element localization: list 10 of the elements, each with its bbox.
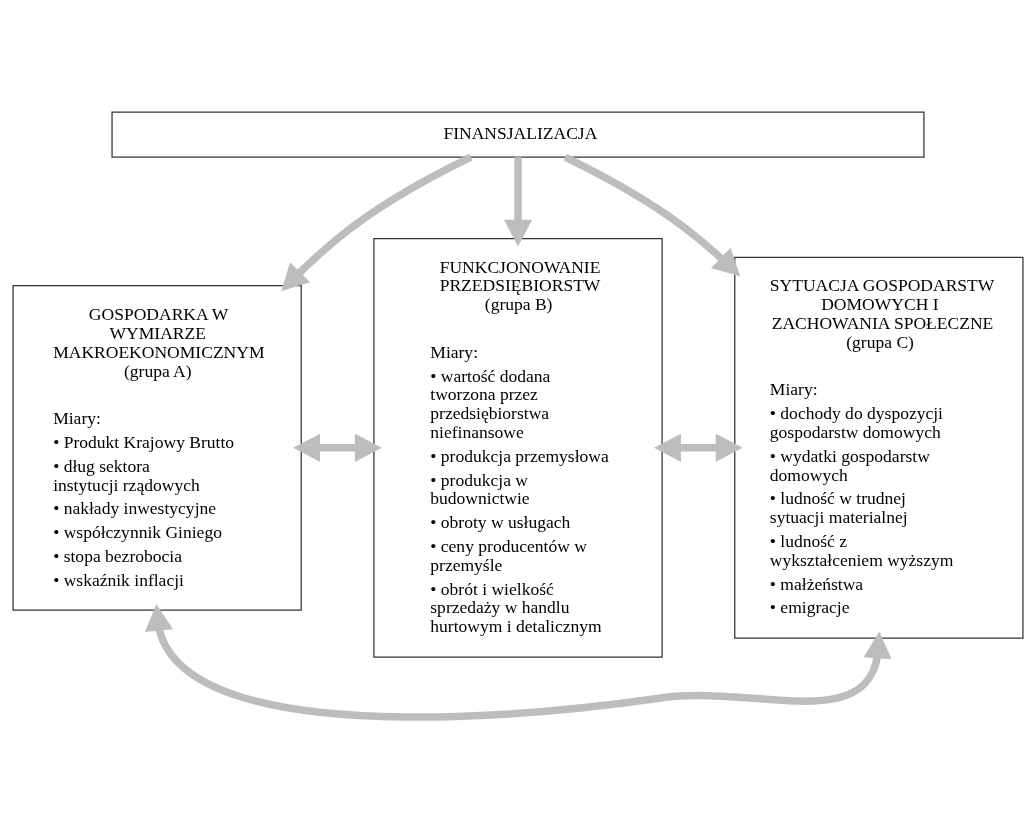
arrow [654, 433, 743, 462]
arrow [144, 603, 892, 721]
node-box: FINANSJALIZACJA [111, 110, 925, 158]
arrow [563, 153, 741, 276]
arrow [281, 153, 473, 291]
node-box: GOSPODARKA W WYMIARZE MAKROEKONOMICZNYM (grupa A) Miary: • Produkt Krajowy Brutto • dług sektora instytucji rządowych • nakłady inwestycyjne • współczynnik Giniego • stopa bezrobocia • wskaźnik inflacji [12, 284, 302, 611]
arrow [293, 433, 382, 462]
node-box: FUNKCJONOWANIE PRZEDSIĘBIORSTW (grupa B) Miary: • wartość dodana tworzona przez przedsiębiorstwa niefinansowe • produkcja przemysłowa • produkcja w budownictwie • obroty w usługach • ceny producentów w przemyśle • obrót i wielkość sprzedaży w handlu hurtowym i detalicznym [373, 237, 663, 658]
arrow [503, 156, 533, 247]
node-box: SYTUACJA GOSPODARSTW DOMOWYCH I ZACHOWANIA SPOŁECZNE (grupa C) Miary: • dochody do dyspozycji gospodarstw domowych • wydatki gospodarstw domowych • ludność w trudnej sytuacji materialnej • ludność z wykształceniem wyższym • małżeństwa • emigracje [734, 256, 1024, 639]
